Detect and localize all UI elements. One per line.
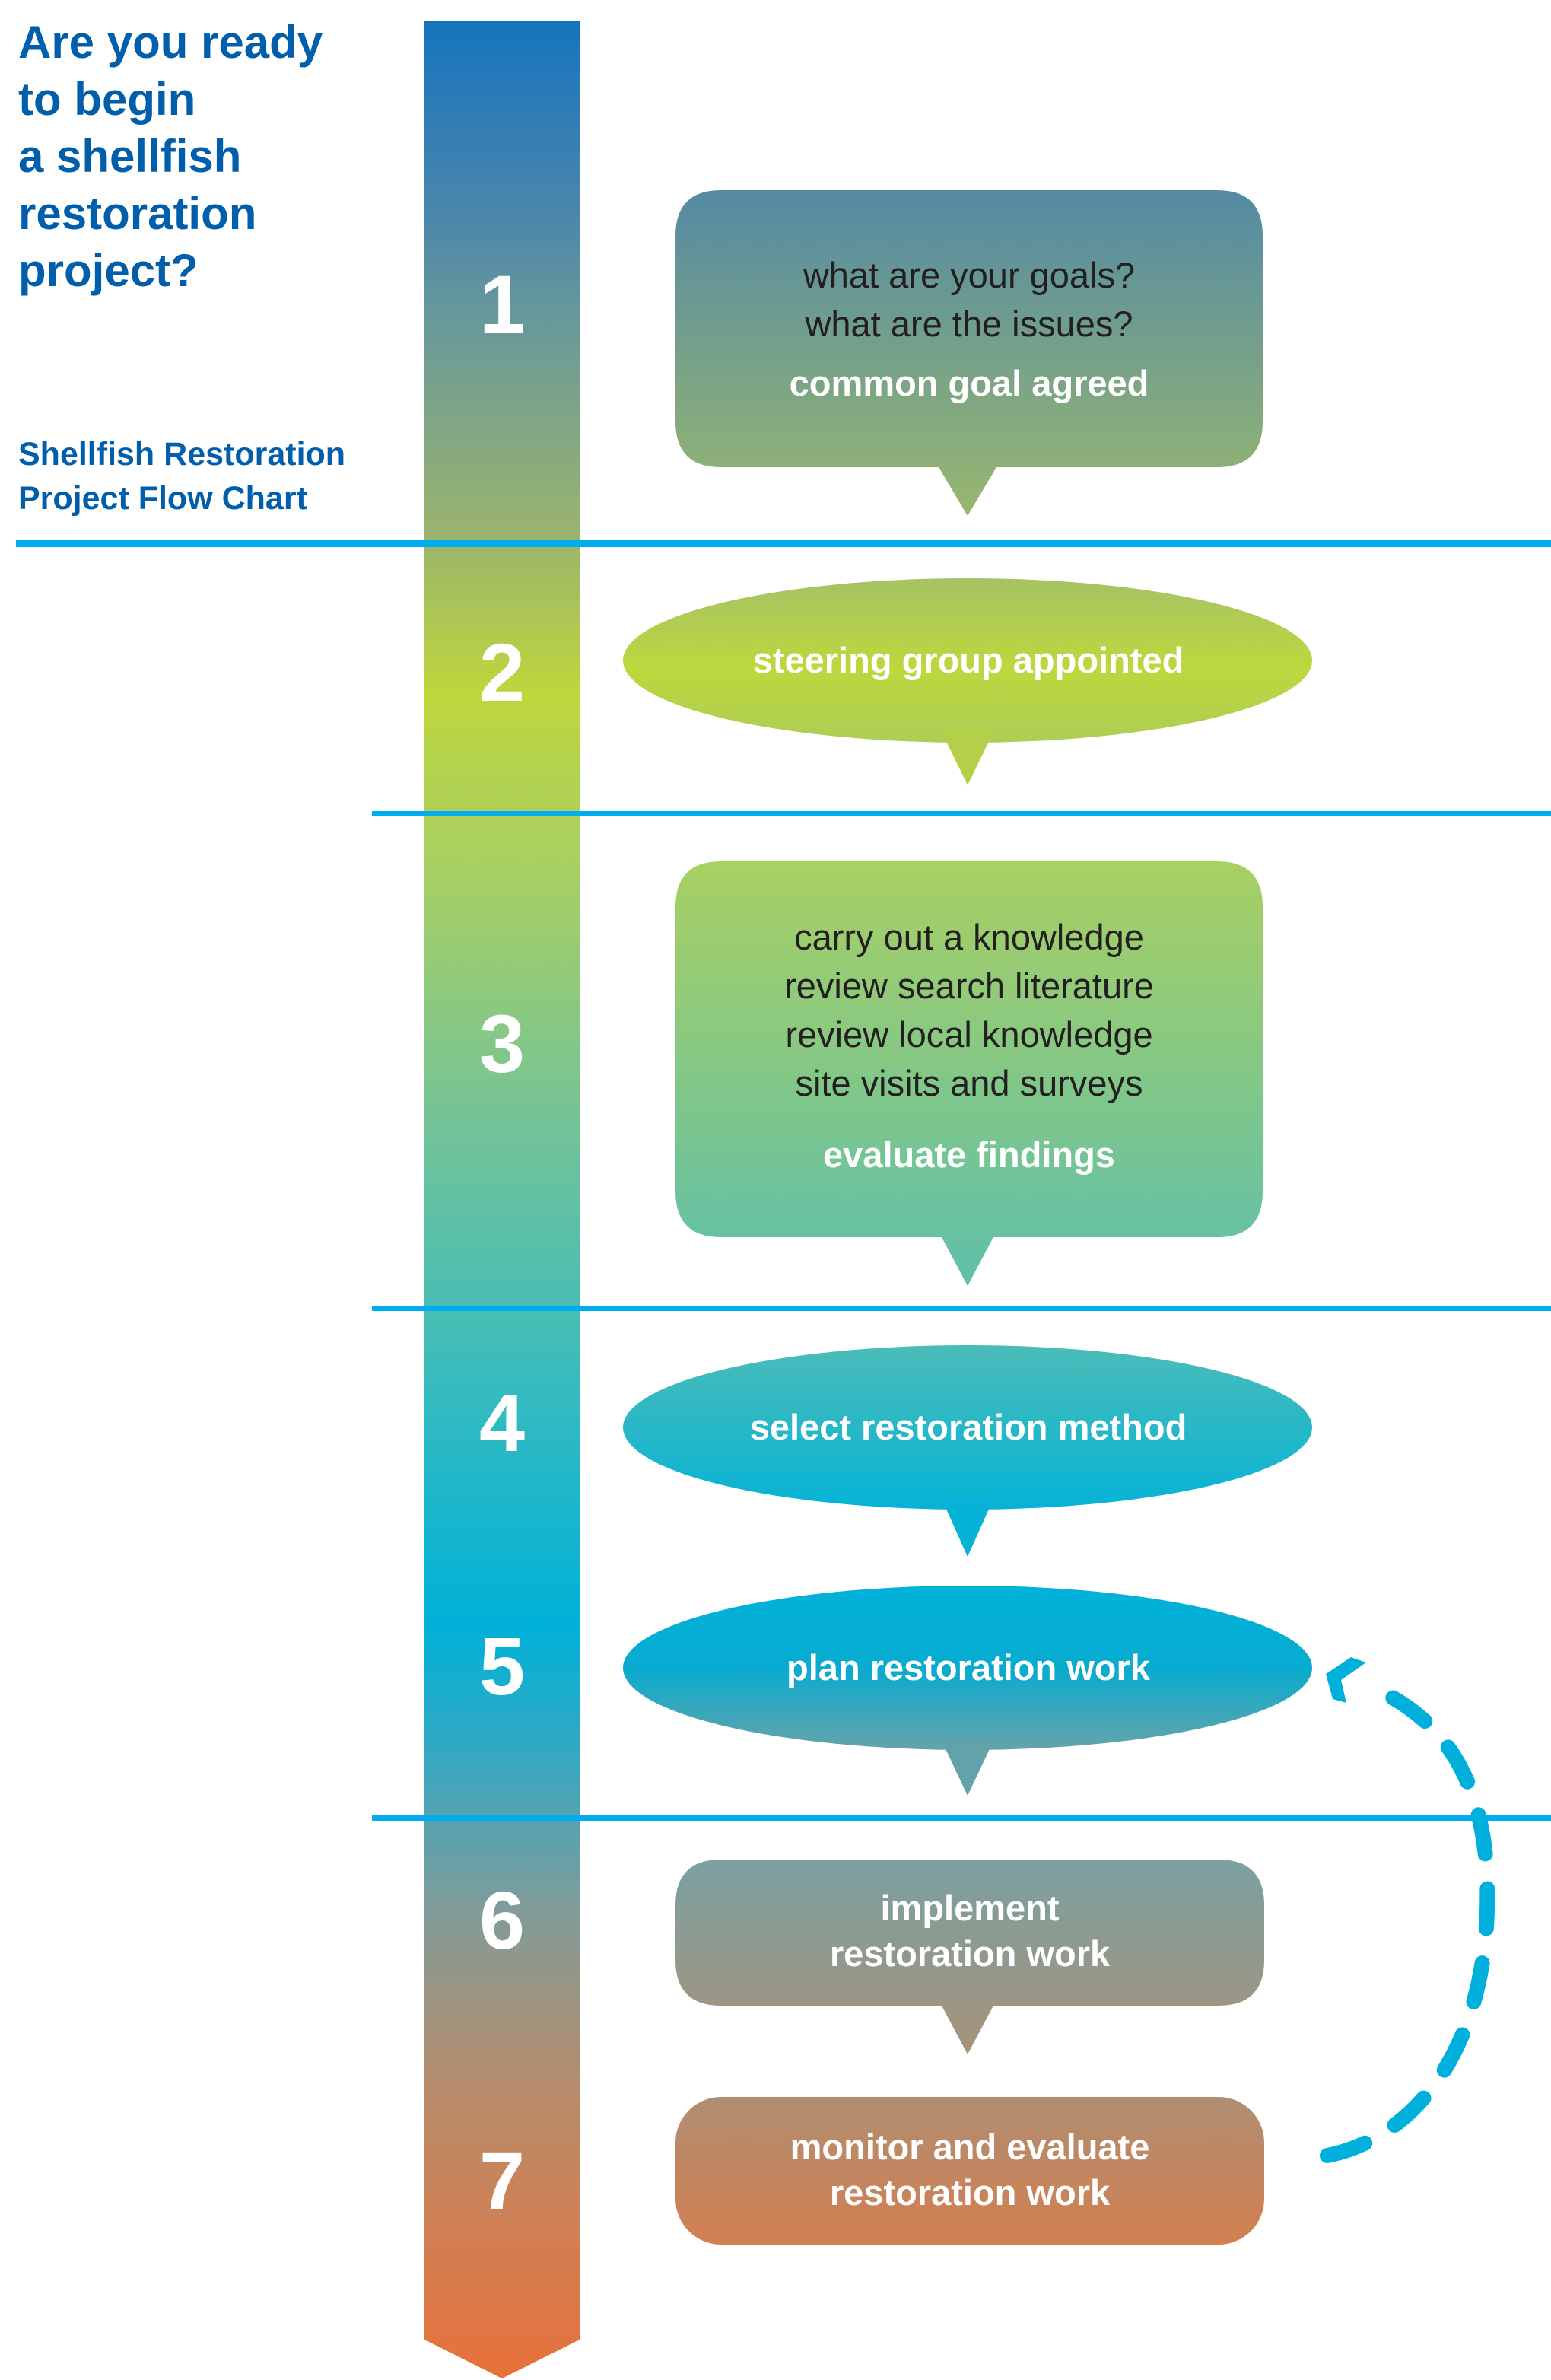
step-5-text: plan restoration work [624,1643,1313,1692]
step-4-bubble [623,1345,1312,1557]
step-1-outcome: common goal agreed [789,363,1149,403]
title-line: to begin [18,74,196,125]
divider-line-4 [372,1815,1551,1821]
page-title: Are you ready to begin a shellfish resto… [18,14,323,299]
divider-line-2 [372,811,1551,816]
step-1-bubble [675,190,1263,516]
step-number-4: 4 [478,1376,526,1468]
step-6-outcome-line: restoration work [829,1933,1111,1974]
step-3-task: site visits and surveys [795,1063,1143,1103]
title-line: project? [18,245,199,296]
feedback-dashed-path [1320,1675,1495,2163]
step-number-5: 5 [478,1620,526,1712]
step-number-2: 2 [478,626,526,718]
feedback-loop-arrow [1320,1657,1495,2163]
step-number-7: 7 [478,2134,526,2226]
step-7-outcome-line: monitor and evaluate [790,2127,1150,2167]
step-6-outcome-line: implement [880,1888,1060,1928]
step-3-bubble [675,861,1263,1286]
step-6-bubble [675,1860,1264,2054]
subtitle: Shellfish Restoration Project Flow Chart [18,432,345,520]
step-4-outcome: select restoration method [749,1407,1187,1447]
step-3-text: carry out a knowledge review search lite… [675,913,1263,1179]
step-1-text: what are your goals? what are the issues… [675,251,1263,408]
step-3-task: carry out a knowledge [794,917,1144,957]
step-7-text: monitor and evaluate restoration work [675,2124,1264,2216]
step-number-3: 3 [478,998,526,1090]
step-5-outcome: plan restoration work [787,1647,1150,1688]
step-5-bubble [623,1586,1312,1796]
step-3-task: review search literature [784,966,1154,1006]
step-3-task: review local knowledge [785,1014,1153,1055]
title-line: a shellfish [18,131,242,182]
divider-line-1 [16,540,1551,547]
title-line: restoration [18,188,257,239]
arrowhead-icon [1326,1657,1366,1703]
step-number-1: 1 [478,258,526,350]
step-1-question: what are your goals? [803,255,1136,295]
step-number-6: 6 [478,1874,526,1966]
divider-line-3 [372,1306,1551,1311]
step-3-outcome: evaluate findings [823,1134,1115,1175]
step-7-bubble [675,2097,1264,2245]
step-progress-bar [424,21,580,2378]
step-7-outcome-line: restoration work [829,2172,1111,2213]
step-6-text: implement restoration work [675,1885,1264,1977]
step-4-text: select restoration method [624,1403,1313,1452]
step-2-text: steering group appointed [624,636,1313,685]
step-1-question: what are the issues? [805,304,1133,344]
title-line: Are you ready [18,17,323,68]
subtitle-line: Shellfish Restoration [18,436,346,473]
subtitle-line: Project Flow Chart [18,480,307,517]
step-2-bubble [623,578,1312,785]
step-2-outcome: steering group appointed [752,640,1184,680]
